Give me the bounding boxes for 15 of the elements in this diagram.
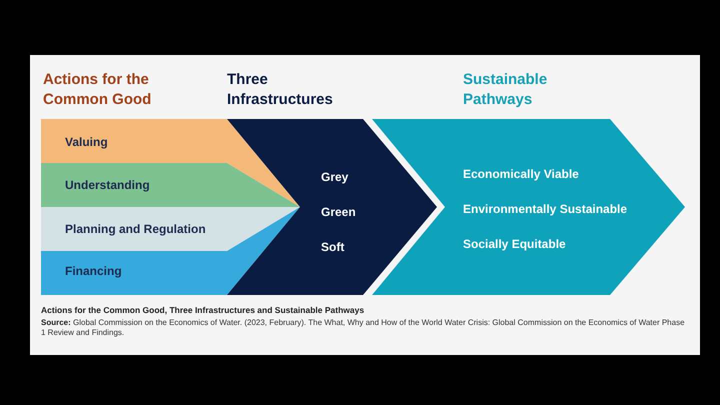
column-heading: Actions for the Common Good	[43, 70, 152, 110]
band-label: Planning and Regulation	[65, 222, 206, 236]
list-item: Grey	[321, 170, 348, 184]
band-label: Valuing	[65, 135, 108, 149]
figure-caption: Actions for the Common Good, Three Infrastructures and Sustainable Pathways	[41, 305, 364, 316]
column-heading: Three Infrastructures	[227, 70, 333, 110]
list-item: Soft	[321, 240, 344, 254]
list-item: Environmentally Sustainable	[463, 202, 628, 216]
list-item: Socially Equitable	[463, 237, 566, 251]
band-label: Financing	[65, 264, 122, 278]
list-item: Green	[321, 205, 356, 219]
list-item: Economically Viable	[463, 167, 579, 181]
source-note: Source: Global Commission on the Economics of Water. (2023, February). The What, Why and How of the World Water Crisis: Global Commission on the Economics of Water Phase 1 Review and Findings.	[41, 318, 686, 338]
band-label: Understanding	[65, 178, 150, 192]
column-heading: Sustainable Pathways	[463, 70, 548, 110]
